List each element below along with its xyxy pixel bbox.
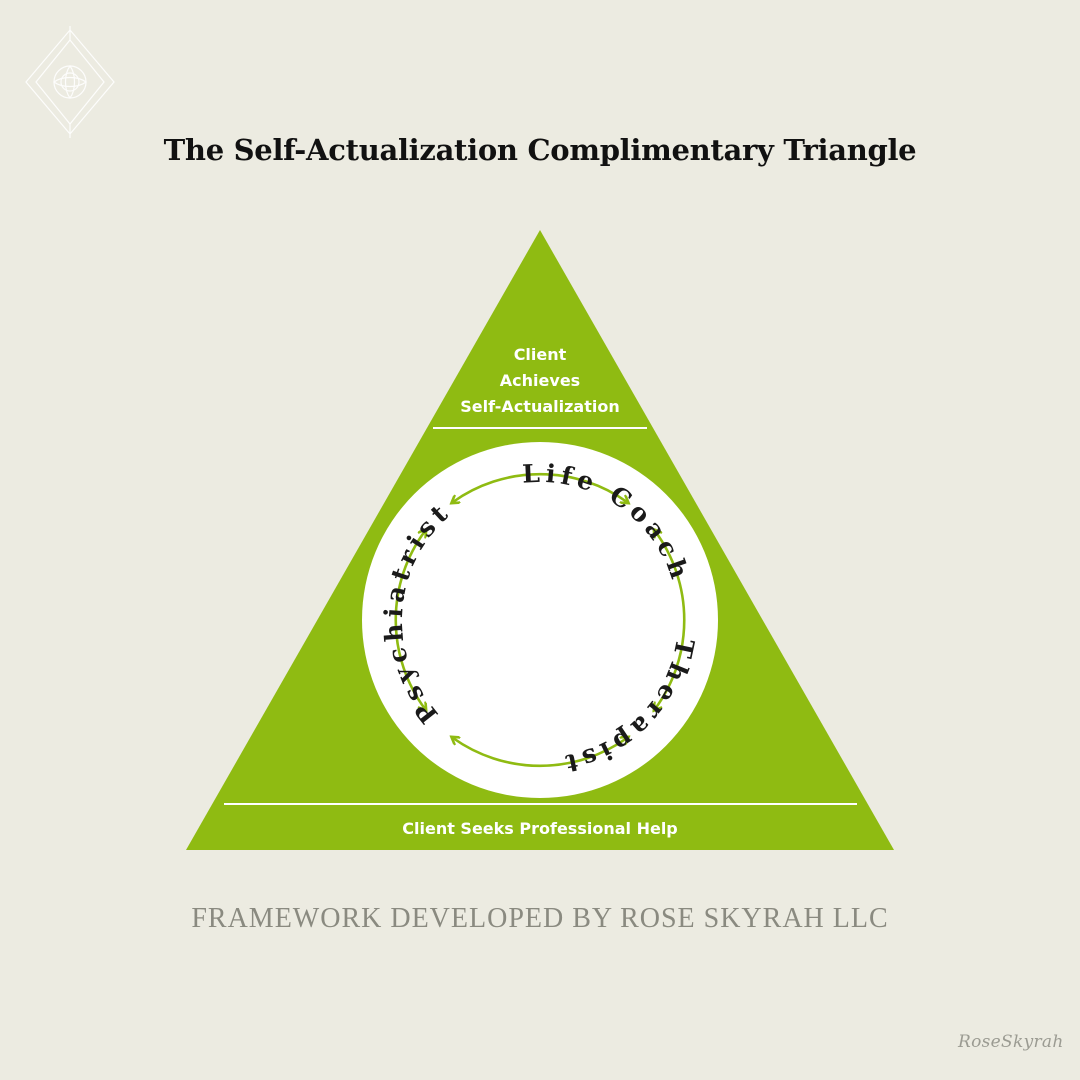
signature-logo: RoseSkyrah (958, 1032, 1064, 1052)
arrow-right (655, 531, 686, 709)
footer-credit: FRAMEWORK DEVELOPED BY ROSE SKYRAH LLC (191, 903, 889, 934)
apex-label-line-3: Self-Actualization (460, 397, 619, 416)
arrow-bottom (453, 738, 627, 768)
apex-label-line-2: Achieves (500, 371, 580, 390)
apex-label-line-1: Client (514, 345, 567, 364)
logo-emblem-icon (25, 26, 115, 138)
page-title: The Self-Actualization Complimentary Tri… (163, 133, 917, 167)
center-circle (362, 442, 718, 798)
arrow-left (394, 531, 425, 709)
base-label: Client Seeks Professional Help (402, 819, 678, 838)
arrow-top (453, 472, 627, 502)
